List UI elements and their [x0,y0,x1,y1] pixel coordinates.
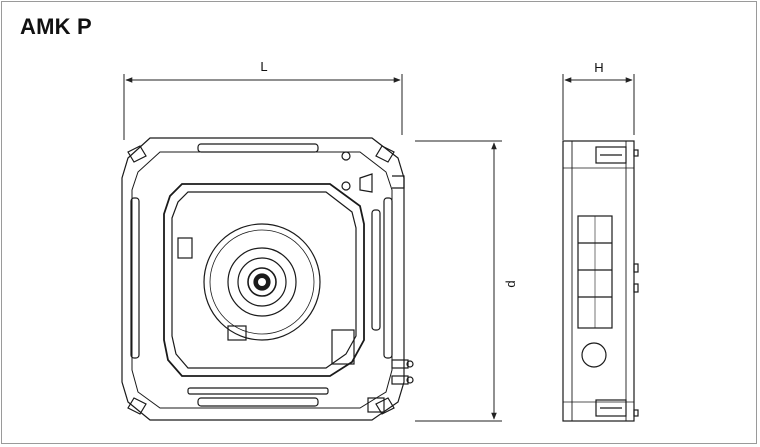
top-view-unit [121,137,414,421]
dimension-p-label: p [505,280,520,287]
page-title: AMK P [20,14,92,39]
side-view-unit [562,140,639,422]
dimension-h-label: H [594,60,603,75]
dimension-h [562,74,635,140]
dimension-l [123,74,403,140]
dimension-l-label: L [260,59,267,74]
dimension-p [415,140,502,422]
